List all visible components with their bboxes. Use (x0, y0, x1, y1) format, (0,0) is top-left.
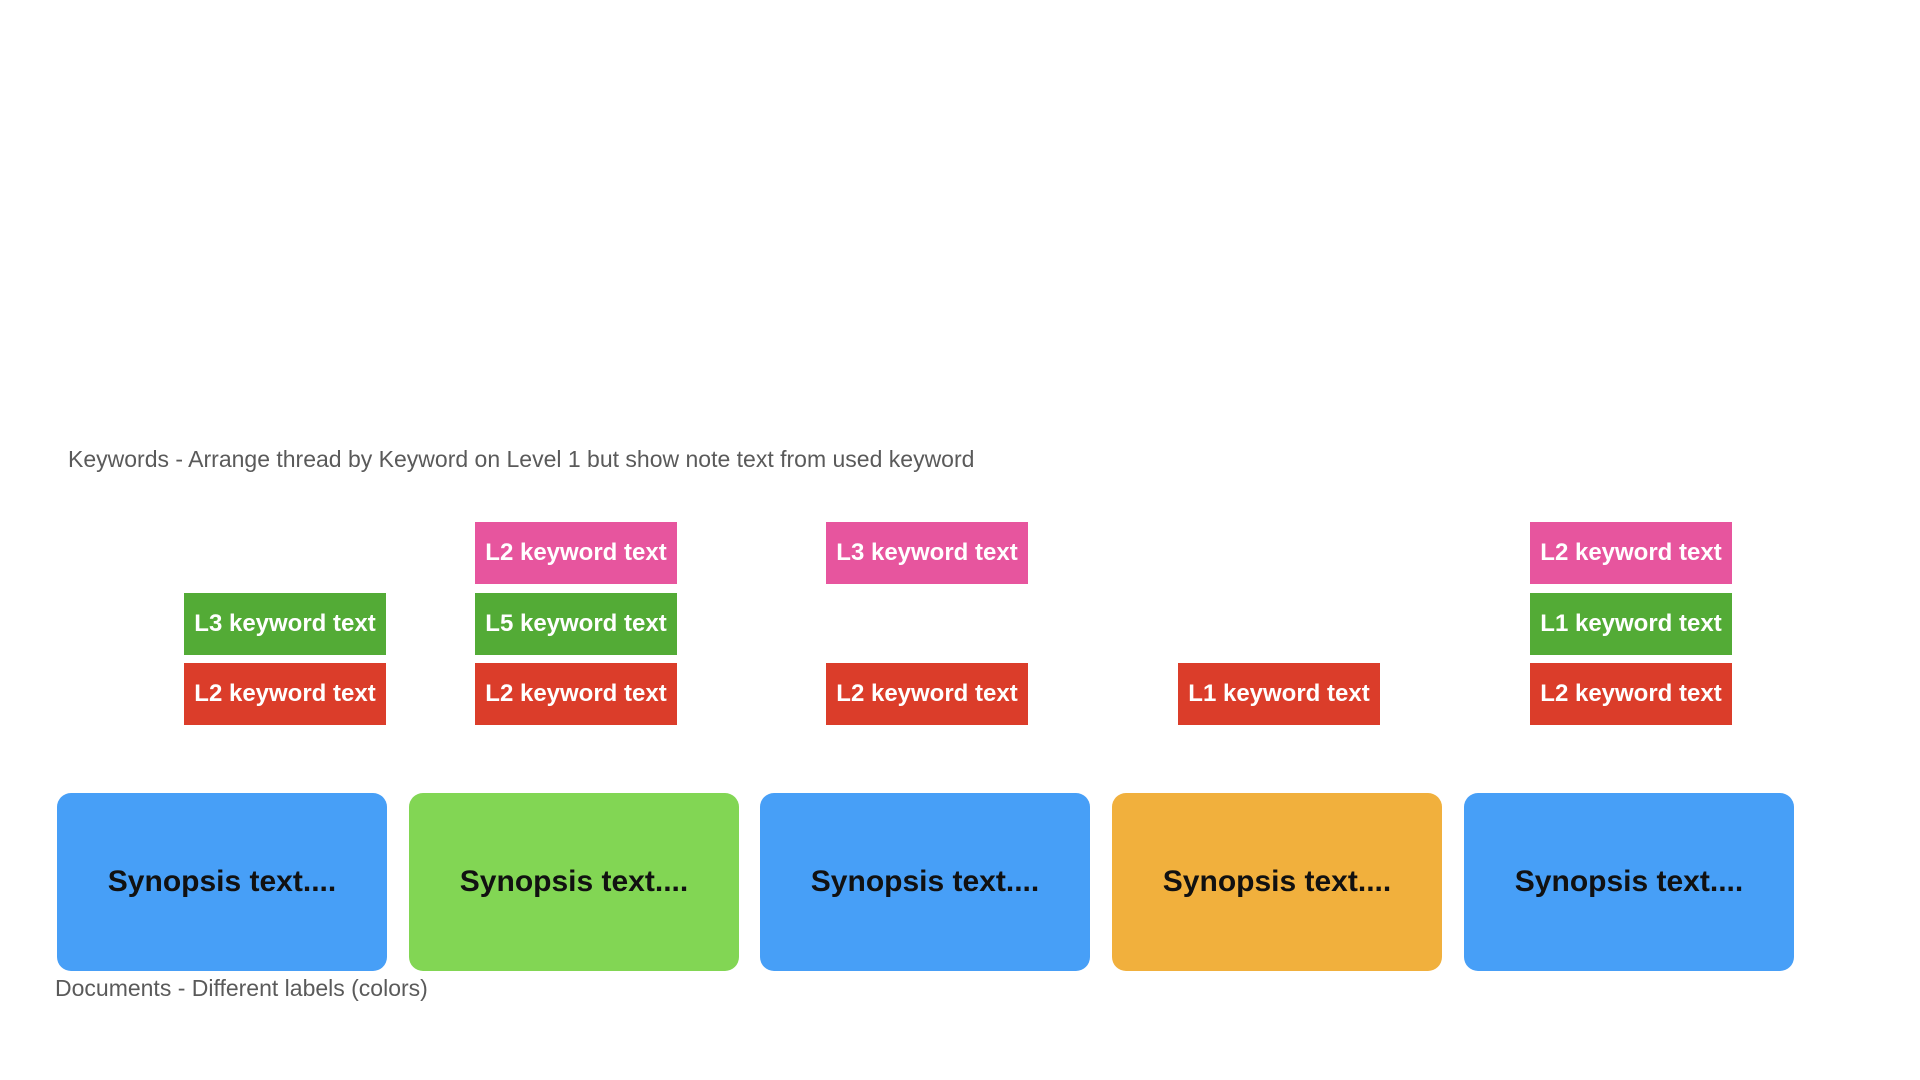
red-keyword-box[interactable]: L2 keyword text (475, 663, 677, 725)
document-card[interactable]: Synopsis text.... (1112, 793, 1442, 971)
green-keyword-box[interactable]: L5 keyword text (475, 593, 677, 655)
red-keyword-box[interactable]: L2 keyword text (1530, 663, 1732, 725)
keywords-caption: Keywords - Arrange thread by Keyword on … (68, 446, 975, 472)
red-keyword-box[interactable]: L2 keyword text (826, 663, 1028, 725)
pink-keyword-box[interactable]: L3 keyword text (826, 522, 1028, 584)
documents-caption: Documents - Different labels (colors) (55, 975, 428, 1001)
document-card[interactable]: Synopsis text.... (409, 793, 739, 971)
document-card[interactable]: Synopsis text.... (760, 793, 1090, 971)
green-keyword-box[interactable]: L1 keyword text (1530, 593, 1732, 655)
document-card[interactable]: Synopsis text.... (1464, 793, 1794, 971)
green-keyword-box[interactable]: L3 keyword text (184, 593, 386, 655)
document-card[interactable]: Synopsis text.... (57, 793, 387, 971)
pink-keyword-box[interactable]: L2 keyword text (1530, 522, 1732, 584)
red-keyword-box[interactable]: L2 keyword text (184, 663, 386, 725)
red-keyword-box[interactable]: L1 keyword text (1178, 663, 1380, 725)
pink-keyword-box[interactable]: L2 keyword text (475, 522, 677, 584)
